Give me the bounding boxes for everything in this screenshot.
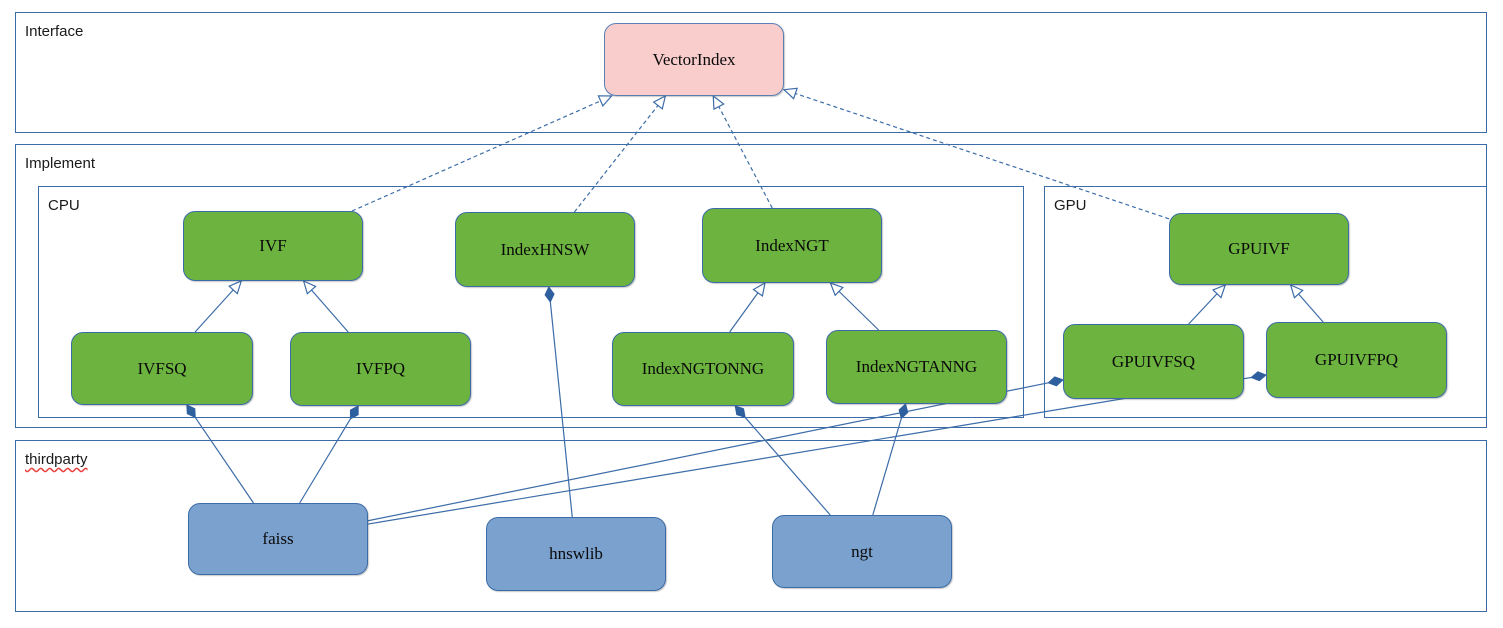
node-label-hnswlib: hnswlib: [549, 544, 603, 563]
node-indexngt[interactable]: IndexNGT: [702, 208, 882, 283]
group-container-interface: [15, 12, 1487, 133]
group-label-thirdparty: thirdparty: [25, 451, 88, 468]
node-label-gpuivf: GPUIVF: [1228, 239, 1290, 258]
group-label-gpu: GPU: [1054, 197, 1087, 214]
node-indexngtanng[interactable]: IndexNGTANNG: [826, 330, 1007, 404]
node-label-ivfpq: IVFPQ: [355, 359, 406, 378]
node-label-ivfsq: IVFSQ: [137, 358, 187, 378]
node-ivf[interactable]: IVF: [183, 211, 363, 281]
node-gpuivfsq[interactable]: GPUIVFSQ: [1063, 324, 1244, 399]
group-label-implement: Implement: [25, 155, 96, 172]
node-label-ivf: IVF: [259, 236, 287, 255]
node-label-faiss: faiss: [262, 529, 294, 548]
node-ngt[interactable]: ngt: [772, 515, 952, 588]
group-label-interface: Interface: [25, 23, 84, 40]
group-container-thirdparty: [15, 440, 1487, 612]
node-indexngtonng[interactable]: IndexNGTONNG: [612, 332, 794, 406]
node-label-ngt: ngt: [851, 541, 873, 561]
node-indexhnsw[interactable]: IndexHNSW: [455, 212, 635, 287]
node-label-indexngtanng: IndexNGTANNG: [855, 357, 978, 376]
node-hnswlib[interactable]: hnswlib: [486, 517, 666, 591]
node-label-gpuivfsq: GPUIVFSQ: [1111, 351, 1196, 371]
node-label-vectorindex: VectorIndex: [652, 49, 736, 69]
node-label-gpuivfpq: GPUIVFPQ: [1314, 350, 1399, 369]
node-label-indexhnsw: IndexHNSW: [500, 239, 590, 259]
node-ivfsq[interactable]: IVFSQ: [71, 332, 253, 405]
node-gpuivfpq[interactable]: GPUIVFPQ: [1266, 322, 1447, 398]
node-ivfpq[interactable]: IVFPQ: [290, 332, 471, 406]
node-label-indexngtonng: IndexNGTONNG: [641, 359, 765, 378]
node-vectorindex[interactable]: VectorIndex: [604, 23, 784, 96]
group-container-gpu: [1044, 186, 1487, 418]
group-label-cpu: CPU: [48, 197, 80, 214]
node-label-indexngt: IndexNGT: [755, 235, 829, 255]
node-gpuivf[interactable]: GPUIVF: [1169, 213, 1349, 285]
group-container-cpu: [38, 186, 1024, 418]
node-faiss[interactable]: faiss: [188, 503, 368, 575]
